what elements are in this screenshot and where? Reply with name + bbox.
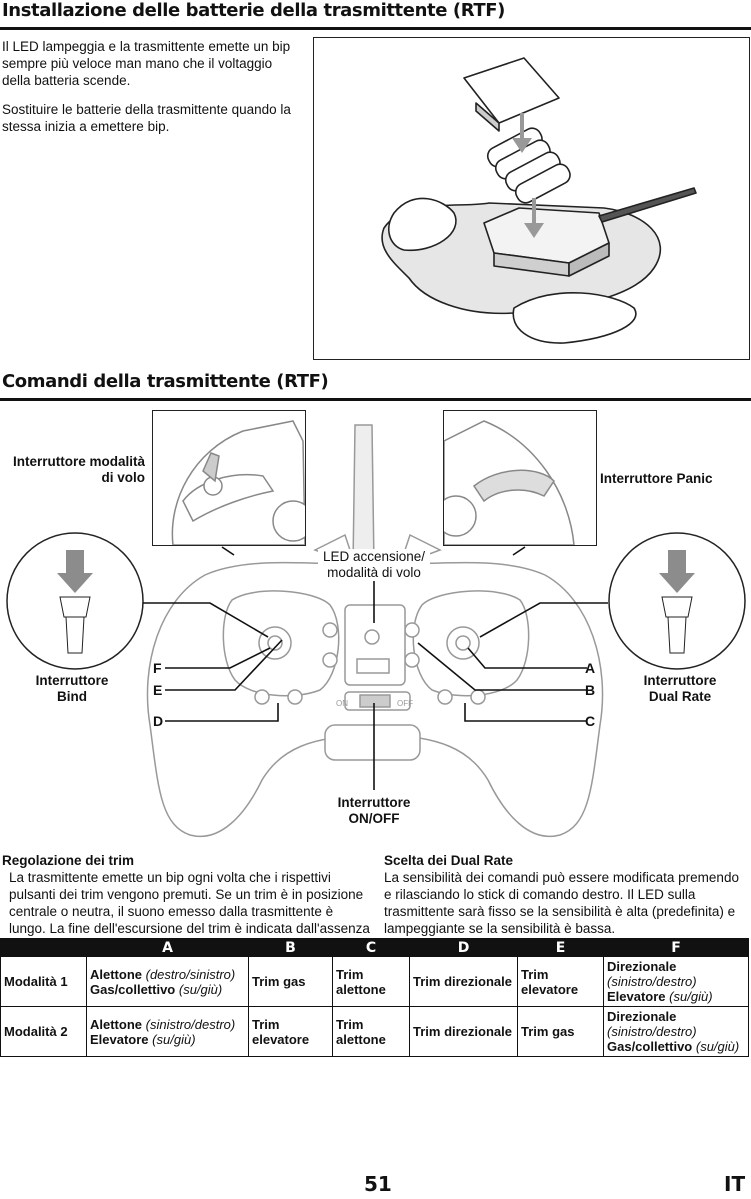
- control-label-d: D: [153, 713, 164, 729]
- bind-switch-label: Interruttore Bind: [35, 673, 109, 704]
- section-title-controls: Comandi della trasmittente (RTF): [2, 371, 329, 392]
- table-header-cell: C: [332, 938, 410, 957]
- table-header-cell: D: [409, 938, 518, 957]
- bind-switch-detail: [6, 532, 144, 670]
- language-code: IT: [724, 1172, 746, 1196]
- dual-rate-switch-detail: [608, 532, 746, 670]
- panic-switch-inset: [443, 410, 597, 546]
- panic-switch-label: Interruttore Panic: [600, 471, 713, 486]
- table-cell: Trim direzionale: [409, 956, 518, 1007]
- transmitter-battery-drawing: [381, 57, 697, 344]
- table-cell: Trim gas: [248, 956, 333, 1007]
- power-switch-label: Interruttore ON/OFF: [337, 795, 411, 826]
- page-number: 51: [364, 1172, 392, 1196]
- section-rule: [0, 27, 751, 30]
- table-cell: Trim direzionale: [409, 1006, 518, 1057]
- battery-para-2: Sostituire le batterie della trasmittent…: [2, 102, 291, 134]
- transmitter-controls-drawing: ON OFF: [6, 424, 746, 838]
- flight-mode-switch-drawing: [171, 420, 305, 545]
- dual-rate-switch-label: Interruttore Dual Rate: [643, 673, 717, 704]
- flight-mode-switch-label: Interruttore modalità di volo: [12, 454, 145, 485]
- table-cell: Alettone (sinistro/destro)Elevatore (su/…: [86, 1006, 249, 1057]
- battery-para-1: Il LED lampeggia e la trasmittente emett…: [2, 39, 291, 88]
- control-mode-table: A B C D E F Modalità 1 Alettone (destro/…: [0, 938, 749, 1057]
- table-header-cell: E: [517, 938, 604, 957]
- table-cell: Trim alettone: [332, 956, 410, 1007]
- mode-cell: Modalità 2: [0, 1006, 87, 1057]
- table-cell: Direzionale (sinistro/destro)Elevatore (…: [603, 956, 749, 1007]
- off-text: OFF: [397, 699, 413, 708]
- table-cell: Alettone (destro/sinistro)Gas/collettivo…: [86, 956, 249, 1007]
- control-label-c: C: [585, 713, 596, 729]
- table-header-cell: B: [248, 938, 333, 957]
- table-row: Modalità 2 Alettone (sinistro/destro)Ele…: [0, 1006, 749, 1057]
- table-header-cell: F: [603, 938, 749, 957]
- trim-heading: Regolazione dei trim: [2, 853, 135, 868]
- section-title-battery: Installazione delle batterie della trasm…: [2, 0, 505, 21]
- mode-cell: Modalità 1: [0, 956, 87, 1007]
- table-row: Modalità 1 Alettone (destro/sinistro)Gas…: [0, 956, 749, 1007]
- battery-illustration: [313, 37, 750, 360]
- table-cell: Trim alettone: [332, 1006, 410, 1057]
- table-header-cell: A: [86, 938, 249, 957]
- control-label-a: A: [585, 660, 596, 676]
- section-rule: [0, 398, 751, 401]
- table-cell: Direzionale (sinistro/destro)Gas/collett…: [603, 1006, 749, 1057]
- led-label: LED accensione/ modalità di volo: [318, 549, 430, 581]
- control-label-f: F: [153, 660, 162, 676]
- flight-mode-switch-inset: [152, 410, 306, 546]
- dual-rate-section: Scelta dei Dual Rate La sensibilità dei …: [384, 852, 744, 937]
- control-label-e: E: [153, 682, 163, 698]
- dual-rate-heading: Scelta dei Dual Rate: [384, 853, 514, 868]
- table-header-cell: [0, 938, 87, 957]
- table-cell: Trim gas: [517, 1006, 604, 1057]
- table-cell: Trim elevatore: [248, 1006, 333, 1057]
- table-header-row: A B C D E F: [0, 938, 749, 957]
- table-cell: Trim elevatore: [517, 956, 604, 1007]
- control-label-b: B: [585, 682, 596, 698]
- panic-switch-drawing: [444, 420, 575, 545]
- dual-rate-text: La sensibilità dei comandi può essere mo…: [384, 870, 739, 936]
- on-text: ON: [336, 699, 348, 708]
